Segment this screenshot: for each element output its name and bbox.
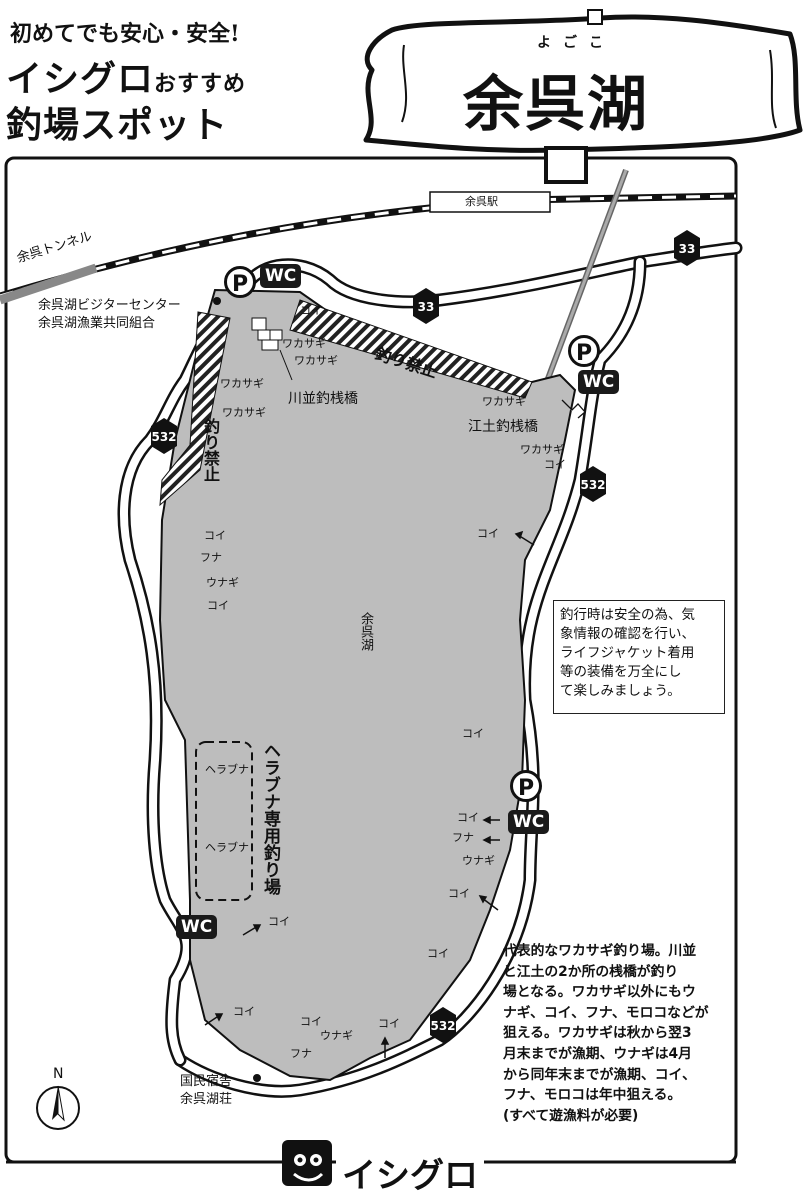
fish-label: フナ <box>452 831 474 844</box>
railway <box>0 192 737 300</box>
fish-label: コイ <box>300 1015 322 1028</box>
notice-line: て楽しみましょう。 <box>560 683 681 699</box>
parking-badge: P <box>510 770 542 802</box>
station-box <box>429 191 551 213</box>
description-line: と江土の2か所の桟橋が釣り <box>503 963 679 980</box>
fish-label: コイ <box>300 304 322 317</box>
fish-label: ウナギ <box>320 1029 353 1042</box>
fish-label: ワカサギ <box>220 377 264 390</box>
fish-label: コイ <box>544 458 566 471</box>
wc-badge: WC <box>508 810 550 834</box>
mascot-logo <box>282 1140 332 1186</box>
no-fishing-zone-north <box>289 299 533 399</box>
fish-label: コイ <box>457 811 479 824</box>
description-line: から同年末までが漁期、コイ、 <box>503 1066 696 1083</box>
lodge-dot <box>253 1074 261 1082</box>
fish-label: コイ <box>207 599 229 612</box>
lodge-name-label: 余呉湖荘 <box>180 1092 233 1107</box>
notice-line: 象情報の確認を行い、 <box>560 626 695 642</box>
visitor-center-label: 余呉湖ビジターセンター <box>38 298 181 313</box>
edo-pier-label: 江土釣桟橋 <box>468 419 538 435</box>
railway-dashes <box>0 194 737 298</box>
fish-label: ワカサギ <box>294 354 338 367</box>
parking-badge: P <box>224 266 256 298</box>
fish-label: コイ <box>427 947 449 960</box>
fish-label: ヘラブナ <box>205 841 249 854</box>
station-label: 余呉駅 <box>465 195 498 208</box>
herabuna-zone <box>195 741 253 901</box>
compass <box>36 1085 80 1130</box>
wc-badge: WC <box>578 370 620 394</box>
header-subtitle: 釣場スポット <box>6 105 229 146</box>
tunnel <box>0 263 98 305</box>
edo-pier <box>561 399 586 419</box>
fish-label: コイ <box>378 1017 400 1030</box>
no-fishing-zone-west <box>159 311 231 507</box>
fish-label: コイ <box>462 727 484 740</box>
lake-name-label: 余呉湖 <box>358 612 373 651</box>
route-label: 532 <box>430 1019 455 1033</box>
route-shields <box>151 230 700 1043</box>
description-line: ナギ、コイ、フナ、モロコなどが <box>503 1004 709 1021</box>
visitor-center-dot <box>213 297 221 305</box>
route-label: 532 <box>151 430 176 444</box>
lake <box>158 288 577 1082</box>
description-line: (すべて遊漁料が必要) <box>503 1107 639 1124</box>
header-brand-line: イシグロおすすめ <box>6 50 246 102</box>
fish-label: コイ <box>268 915 290 928</box>
fish-label: ワカサギ <box>282 337 326 350</box>
header-intro: 初めてでも安心・安全! <box>10 21 240 47</box>
route-label: 532 <box>580 478 605 492</box>
footer-brand: イシグロ <box>336 1148 484 1197</box>
description-line: 狙える。ワカサギは秋から翌3 <box>503 1025 692 1042</box>
sign-post <box>544 146 588 184</box>
description-line: 月末までが漁期、ウナギは4月 <box>503 1045 692 1062</box>
fish-label: ウナギ <box>206 576 239 589</box>
fish-label: ワカサギ <box>482 395 526 408</box>
description-line: 場となる。ワカサギ以外にもウ <box>503 984 696 1001</box>
kawanami-pier-label: 川並釣桟橋 <box>288 391 358 407</box>
notice-line: 釣行時は安全の為、気 <box>560 607 695 623</box>
compass-north-label: N <box>53 1066 64 1082</box>
notice-line: ライフジャケット着用 <box>560 645 695 661</box>
wc-badge: WC <box>260 264 302 288</box>
fish-label: フナ <box>290 1047 312 1060</box>
herabuna-zone-label: ヘラブナ専用釣り場 <box>260 742 280 895</box>
parking-badge: P <box>568 335 600 367</box>
sign-title: 余呉湖 <box>463 70 649 140</box>
sign-ruby: よごこ <box>537 35 615 51</box>
safety-notice: 釣行時は安全の為、気 象情報の確認を行い、 ライフジャケット着用 等の装備を万全… <box>553 600 725 714</box>
fish-label: コイ <box>448 887 470 900</box>
fish-label: ウナギ <box>462 854 495 867</box>
notice-line: 等の装備を万全にし <box>560 664 682 680</box>
no-fishing-label-west: 釣り禁止 <box>201 418 220 482</box>
fish-label: フナ <box>200 551 222 564</box>
header-brand: イシグロ <box>6 59 155 100</box>
spot-arrows <box>204 530 535 1058</box>
fish-label: コイ <box>233 1005 255 1018</box>
kawanami-pier <box>251 317 293 381</box>
fishery-coop-label: 余呉湖漁業共同組合 <box>38 316 156 331</box>
spot-description: 代表的なワカサギ釣り場。川並 と江土の2か所の桟橋が釣り 場となる。ワカサギ以外… <box>503 941 803 1126</box>
description-line: フナ、モロコは年中狙える。 <box>503 1087 682 1104</box>
route-label: 33 <box>418 300 435 314</box>
wc-badge: WC <box>176 915 218 939</box>
fish-label: コイ <box>204 529 226 542</box>
fish-label: ワカサギ <box>222 406 266 419</box>
route-label: 33 <box>679 242 696 256</box>
fish-label: ワカサギ <box>520 443 564 456</box>
header-brand-small: おすすめ <box>154 72 247 97</box>
fish-label: コイ <box>477 527 499 540</box>
description-line: 代表的なワカサギ釣り場。川並 <box>503 943 697 959</box>
lodge-label: 国民宿舎 <box>180 1074 233 1089</box>
fish-label: ヘラブナ <box>205 763 249 776</box>
